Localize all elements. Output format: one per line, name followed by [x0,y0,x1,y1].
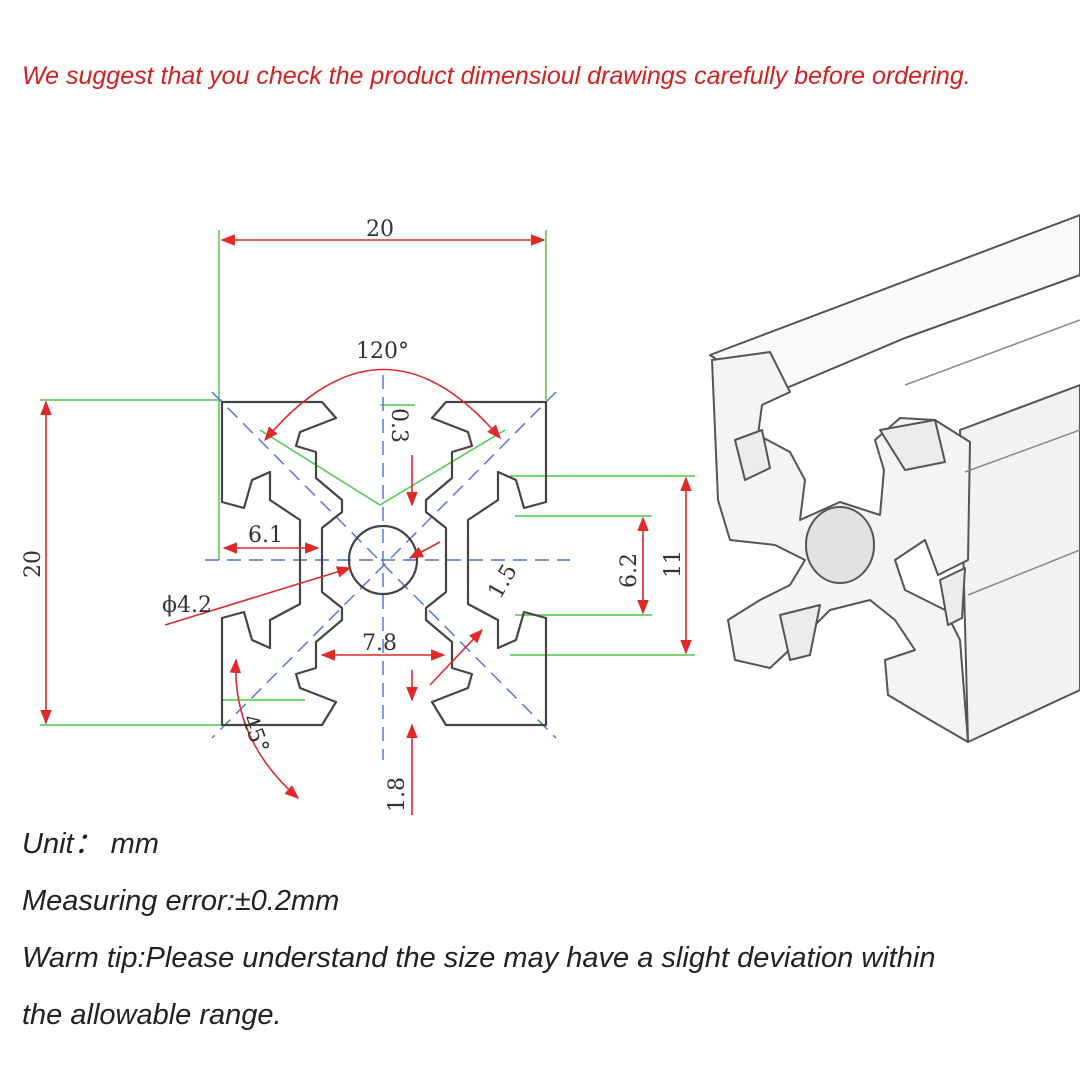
profile-outer-contour [220,400,344,727]
dim-bore-label: ϕ4.2 [162,593,212,618]
extrusion-bore [805,506,875,584]
profile-drawing: 20 20 120° 0.3 6.1 ϕ4.2 6.2 11 1.5 7.8 1… [21,214,1080,815]
dim-width-label: 20 [366,217,394,242]
dim-angle-corner-label: 45° [236,712,273,757]
extension-lines [40,230,695,726]
extrusion-3d-view [709,214,1080,743]
dim-wall-label: 1.5 [484,560,523,603]
dimension-lines [40,234,692,815]
profile-outer-contour-right [424,400,548,727]
extrusion-slot-bottom [779,604,821,661]
center-bore [347,524,419,596]
dim-center-offset-label: 6.1 [248,523,283,548]
extrusion-right-face [959,384,1080,743]
measuring-error-text: Measuring error:±0.2mm [22,885,340,917]
profile-outline [220,400,548,727]
dim-height-label: 20 [21,550,46,578]
notice-text: We suggest that you check the product di… [22,62,971,90]
dim-slot-inner-label: 11 [661,550,686,578]
spec-notes: Unit： mm Measuring error:±0.2mm Warm tip… [22,816,1062,1044]
extrusion-slot-left [734,429,771,481]
unit-text: Unit： mm [22,828,159,860]
dim-slot-depth-label: 0.3 [386,408,411,443]
warm-tip-line-1: Warm tip:Please understand the size may … [22,942,936,974]
extrusion-slot-right [939,567,966,626]
dimension-labels: 20 20 120° 0.3 6.1 ϕ4.2 6.2 11 1.5 7.8 1… [21,217,686,812]
dim-lip-label: 1.8 [385,777,410,812]
warm-tip-line-2: the allowable range. [22,999,282,1031]
extrusion-slot-top [879,419,946,471]
dim-core-label: 7.8 [362,631,397,656]
dim-slot-opening-label: 6.2 [617,553,642,588]
dim-angle-top-label: 120° [356,339,409,364]
